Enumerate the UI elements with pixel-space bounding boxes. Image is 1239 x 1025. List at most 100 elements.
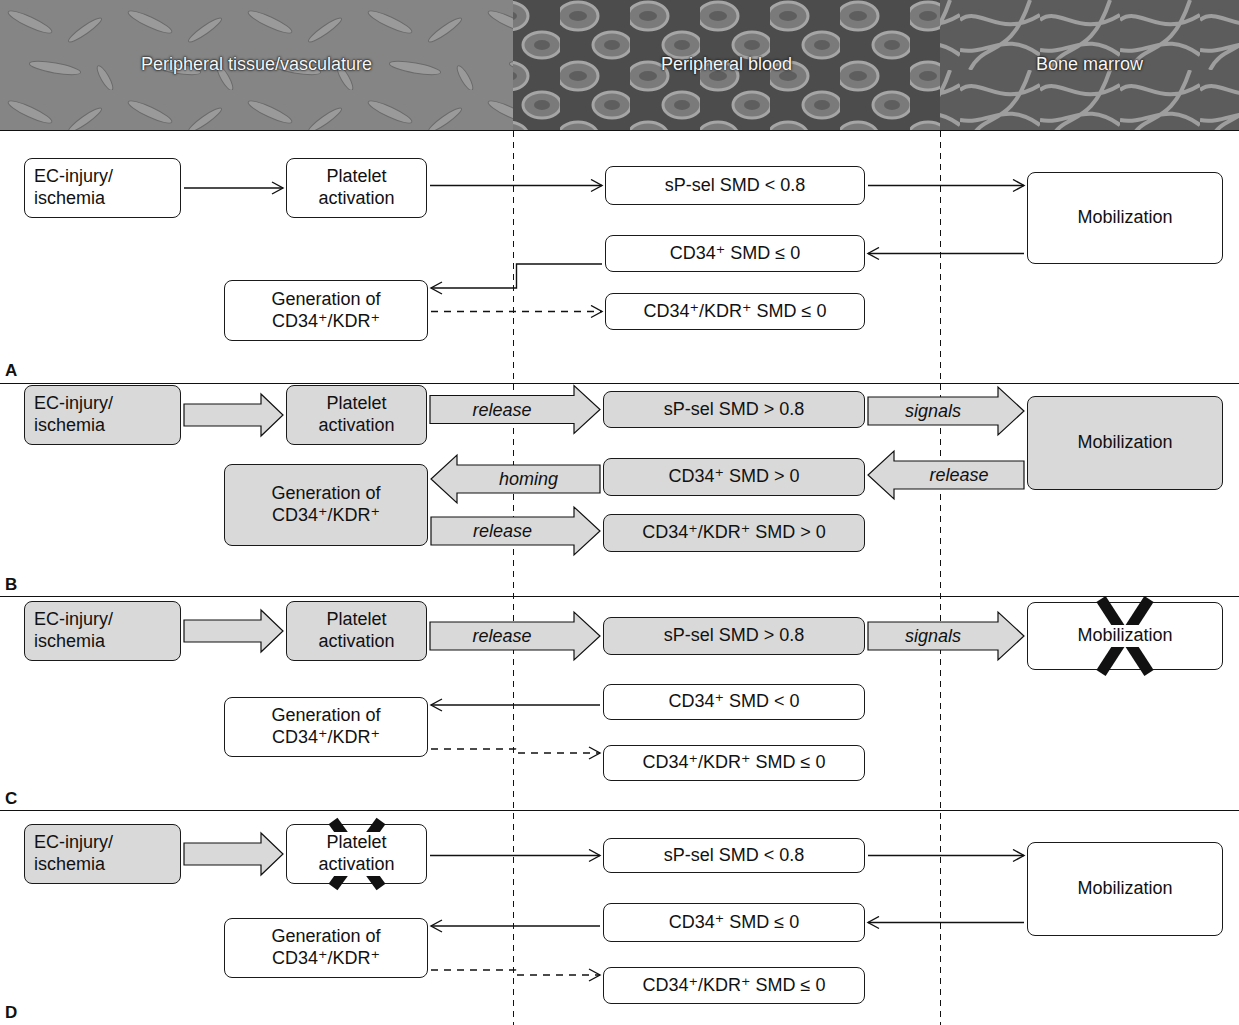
process-box: sP-sel SMD < 0.8 — [603, 838, 865, 873]
process-box: EC-injury/ ischemia — [24, 385, 181, 445]
block-arrow — [430, 386, 600, 434]
block-arrow — [868, 451, 1024, 499]
box-text: EC-injury/ ischemia — [34, 166, 172, 209]
process-box: Generation of CD34⁺/KDR⁺ — [224, 697, 428, 757]
box-text: Mobilization — [1077, 878, 1172, 900]
process-box: Platelet activation — [286, 601, 427, 661]
panel-letter: A — [5, 362, 17, 379]
arrow-label: release — [470, 400, 533, 420]
compartment-boundary — [513, 131, 514, 1025]
process-box: CD34⁺/KDR⁺ SMD > 0 — [603, 514, 865, 552]
process-box: CD34⁺ SMD ≤ 0 — [605, 235, 865, 272]
column-header-band: Peripheral tissue/vasculature — [0, 0, 513, 130]
process-box: Mobilization — [1027, 602, 1223, 670]
dashed-arrow — [431, 311, 602, 312]
block-arrow — [431, 507, 600, 555]
box-text: Mobilization — [1075, 625, 1174, 647]
process-box: Generation of CD34⁺/KDR⁺ — [224, 280, 428, 341]
box-text: Generation of CD34⁺/KDR⁺ — [233, 926, 419, 969]
box-text: Platelet activation — [295, 609, 418, 652]
box-text: sP-sel SMD < 0.8 — [665, 175, 806, 197]
process-box: sP-sel SMD > 0.8 — [603, 617, 865, 655]
flow-arrow — [868, 855, 1024, 856]
column-header-text: Bone marrow — [1036, 54, 1143, 76]
process-box: Generation of CD34⁺/KDR⁺ — [224, 464, 428, 546]
process-box: CD34⁺/KDR⁺ SMD ≤ 0 — [603, 967, 865, 1004]
process-box: Platelet activation — [286, 385, 427, 445]
box-text: EC-injury/ ischemia — [34, 832, 172, 875]
process-box: CD34⁺ SMD > 0 — [603, 458, 865, 496]
process-box: CD34⁺ SMD < 0 — [603, 684, 865, 720]
flow-arrow — [184, 187, 283, 188]
box-text: Platelet activation — [295, 166, 418, 209]
box-text: sP-sel SMD > 0.8 — [664, 625, 805, 647]
box-text: sP-sel SMD < 0.8 — [664, 845, 805, 867]
blood-photo — [513, 0, 940, 130]
flow-arrow — [868, 253, 1024, 254]
box-text: Platelet activation — [295, 832, 418, 875]
panel-letter: D — [5, 1004, 17, 1021]
process-box: CD34⁺ SMD ≤ 0 — [603, 903, 865, 942]
box-text: Generation of CD34⁺/KDR⁺ — [233, 483, 419, 526]
process-box: EC-injury/ ischemia — [24, 601, 181, 661]
box-text: CD34⁺/KDR⁺ SMD ≤ 0 — [644, 301, 827, 323]
box-text: CD34⁺ SMD < 0 — [668, 691, 799, 713]
column-header-band: Peripheral blood — [513, 0, 940, 130]
block-arrow — [431, 455, 600, 503]
flow-arrow — [431, 264, 602, 288]
flow-arrow — [431, 704, 600, 705]
tissue-photo — [0, 0, 513, 130]
dashed-arrow — [431, 749, 600, 753]
process-box: Mobilization — [1027, 842, 1223, 936]
box-text: EC-injury/ ischemia — [34, 393, 172, 436]
block-arrow — [868, 612, 1024, 660]
box-text: CD34⁺ SMD ≤ 0 — [670, 243, 800, 265]
process-box: Platelet activation — [286, 824, 427, 884]
box-text: Generation of CD34⁺/KDR⁺ — [233, 705, 419, 748]
column-header-band: Bone marrow — [940, 0, 1239, 130]
panel-divider — [0, 383, 1239, 384]
flow-arrow — [430, 185, 602, 186]
arrow-label: release — [927, 465, 990, 485]
process-box: CD34⁺/KDR⁺ SMD ≤ 0 — [605, 293, 865, 330]
box-text: sP-sel SMD > 0.8 — [664, 399, 805, 421]
block-arrow — [430, 612, 600, 660]
panel-letter: B — [5, 576, 17, 593]
block-arrow — [184, 833, 283, 875]
process-box: Mobilization — [1027, 396, 1223, 490]
process-box: Generation of CD34⁺/KDR⁺ — [224, 918, 428, 978]
box-text: CD34⁺ SMD ≤ 0 — [669, 912, 799, 934]
arrow-label: homing — [497, 469, 560, 489]
box-text: EC-injury/ ischemia — [34, 609, 172, 652]
column-header-text: Peripheral tissue/vasculature — [141, 54, 372, 76]
process-box: sP-sel SMD < 0.8 — [605, 166, 865, 205]
marrow-photo — [940, 0, 1239, 130]
process-box: EC-injury/ ischemia — [24, 824, 181, 884]
box-text: Mobilization — [1077, 432, 1172, 454]
panel-divider — [0, 130, 1239, 131]
process-box: CD34⁺/KDR⁺ SMD ≤ 0 — [603, 745, 865, 781]
block-arrow — [868, 387, 1024, 435]
arrow-label: signals — [903, 401, 963, 421]
flow-arrow — [431, 925, 600, 926]
panel-divider — [0, 810, 1239, 811]
box-text: Generation of CD34⁺/KDR⁺ — [233, 289, 419, 332]
process-box: sP-sel SMD > 0.8 — [603, 391, 865, 428]
arrow-label: release — [470, 626, 533, 646]
arrow-label: signals — [903, 626, 963, 646]
box-text: Platelet activation — [295, 393, 418, 436]
process-box: Platelet activation — [286, 158, 427, 218]
box-text: Mobilization — [1077, 207, 1172, 229]
box-text: CD34⁺/KDR⁺ SMD > 0 — [642, 522, 826, 544]
flow-arrow — [868, 922, 1024, 923]
block-arrow — [184, 394, 283, 436]
panel-letter: C — [5, 790, 17, 807]
flow-arrow — [868, 185, 1024, 186]
arrow-label: release — [471, 521, 534, 541]
block-arrow — [184, 610, 283, 652]
dashed-arrow — [431, 970, 600, 975]
box-text: CD34⁺/KDR⁺ SMD ≤ 0 — [643, 975, 826, 997]
box-text: CD34⁺ SMD > 0 — [668, 466, 799, 488]
flow-arrow — [430, 855, 600, 856]
